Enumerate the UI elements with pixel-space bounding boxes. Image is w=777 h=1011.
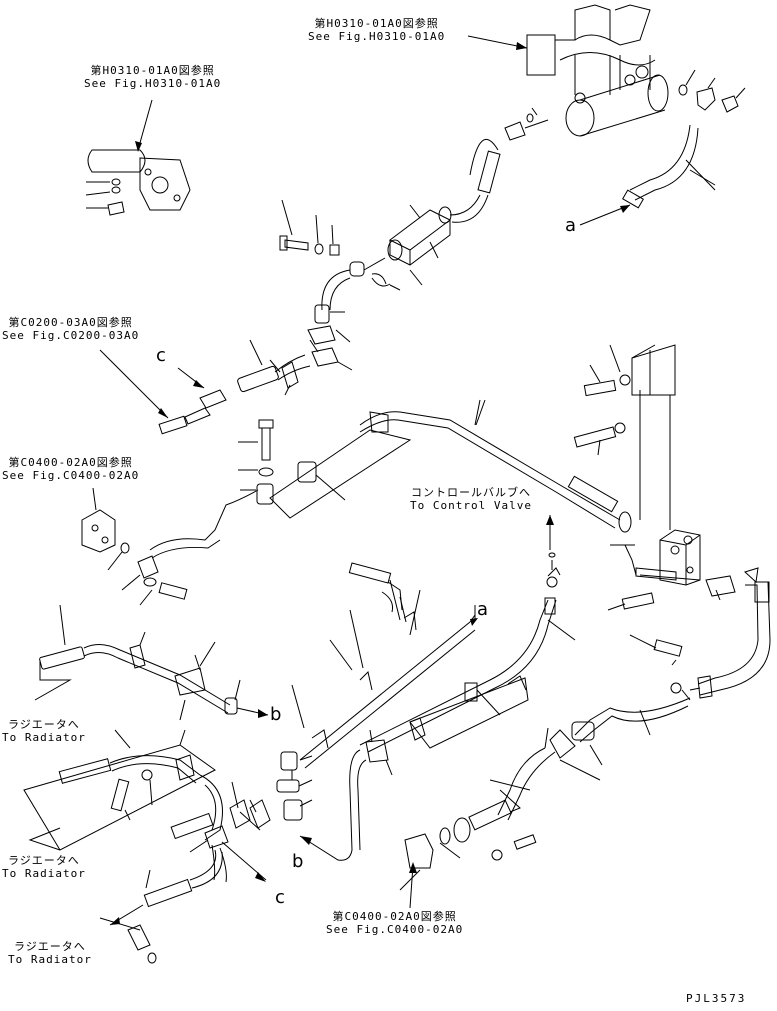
bolt-set-center [238,419,274,505]
ref-label-c0400-left: 第C0400-02A0図参照 See Fig.C0400-02A0 [2,456,139,482]
dest-radiator-1-jp: ラジエータへ [8,718,80,731]
pipe-to-b-lower [299,729,393,861]
dest-control-valve-en: To Control Valve [410,499,532,512]
ref-h0310-left-en: See Fig.H0310-01A0 [84,77,222,90]
hose-radiator-middle [23,729,216,851]
connector-a-mid: a [477,599,489,620]
hose-top-right [579,124,716,226]
dest-label-radiator-1: ラジエータへ To Radiator [2,718,86,744]
connector-c-upper: c [156,345,166,366]
ref-c0400-left-en: See Fig.C0400-02A0 [2,469,140,482]
part-leaders [179,169,716,891]
hose-pump-to-block [449,138,501,223]
dest-radiator-1-en: To Radiator [2,731,86,744]
ref-c0200-en: See Fig.C0200-03A0 [2,329,140,342]
dest-control-valve-jp: コントロールバルブへ [410,486,531,499]
hose-right-vertical [629,581,771,701]
dest-radiator-3-jp: ラジエータへ [14,940,86,953]
connector-a-top: a [565,215,577,236]
pipe-lower-right [549,697,691,766]
dest-radiator-2-jp: ラジエータへ [8,854,80,867]
ref-c0400-bottom-en: See Fig.C0400-02A0 [326,923,464,936]
ref-c0400-bottom-jp: 第C0400-02A0図参照 [332,910,457,923]
hose-lower-center [404,727,556,869]
drawing-code: PJL3573 [686,992,747,1005]
bracket-plate-center [269,429,412,519]
ref-label-c0400-bottom: 第C0400-02A0図参照 See Fig.C0400-02A0 [326,910,463,936]
bolt-center-top [348,562,403,611]
connector-c-lower: c [275,887,285,908]
leader [137,99,153,151]
ref-label-h0310-top: 第H0310-01A0図参照 See Fig.H0310-01A0 [308,17,445,43]
pipe-middle-long [359,515,576,753]
hose-c0200 [158,339,311,435]
dest-label-radiator-2: ラジエータへ To Radiator [2,854,86,880]
bracket-left-c0400 [81,489,259,606]
hose-upper-to-tee [307,269,353,371]
bracket-plate-middle [409,675,529,749]
connector-b-low: b [292,851,304,872]
pipe-to-control-valve [359,399,632,533]
ref-h0310-top-en: See Fig.H0310-01A0 [308,30,446,43]
manifold-block-upper [387,204,452,266]
fittings-top-right [504,69,746,141]
control-valve-block [610,344,701,586]
dest-radiator-2-en: To Radiator [2,867,86,880]
bolt-set-right [573,344,759,611]
ref-c0400-left-jp: 第C0400-02A0図参照 [8,456,133,469]
flange-left-h0310 [85,149,191,216]
ref-label-h0310-left: 第H0310-01A0図参照 See Fig.H0310-01A0 [84,64,221,90]
ref-c0200-jp: 第C0200-03A0図参照 [8,316,133,329]
bolt-set-upper [279,199,423,291]
pipe-to-a-mid [291,579,476,769]
dest-radiator-3-en: To Radiator [8,953,92,966]
ref-h0310-left-jp: 第H0310-01A0図参照 [90,64,215,77]
dest-label-radiator-3: ラジエータへ To Radiator [8,940,92,966]
tee-connector-center [231,751,313,831]
hose-radiator-lower [99,849,223,964]
ref-label-c0200: 第C0200-03A0図参照 See Fig.C0200-03A0 [2,316,139,342]
hose-to-c [170,774,267,883]
ref-h0310-top-jp: 第H0310-01A0図参照 [314,17,439,30]
leader [99,349,169,419]
connector-b-mid: b [270,704,282,725]
hose-radiator-upper [34,604,269,716]
pump-assembly [526,4,669,137]
dest-label-control-valve: コントロールバルブへ To Control Valve [410,486,532,512]
